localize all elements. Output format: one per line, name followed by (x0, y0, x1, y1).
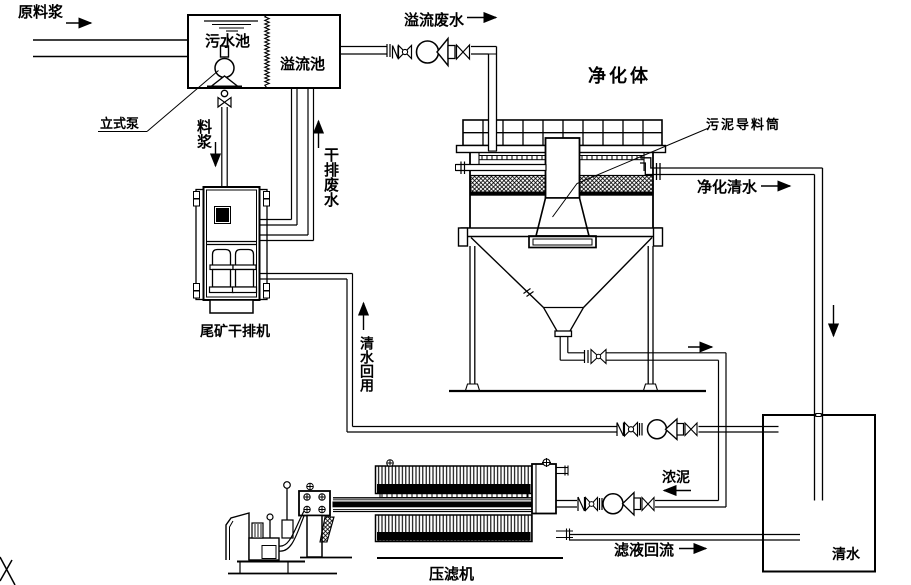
label-slurry: 料浆 (195, 118, 213, 150)
label-thick-sludge: 浓泥 (662, 469, 690, 486)
raw-slurry-inlet-pipe (33, 39, 188, 58)
hydraulic-unit (225, 481, 337, 575)
overflow-pump-line (340, 36, 497, 68)
drum-right (231, 248, 258, 294)
overflow-pump-icon (415, 36, 471, 68)
sludge-pump-icon (602, 493, 624, 515)
flow-arrows (66, 11, 840, 555)
label-filtrate-reflux: 滤液回流 (614, 541, 674, 559)
label-overflow-wastewater: 溢流废水 (404, 11, 465, 29)
pool-divider (263, 14, 271, 89)
label-overflow-pool: 溢流池 (280, 55, 325, 73)
label-tailings-machine: 尾矿干排机 (200, 323, 270, 340)
sludge-discharge-pipe (559, 336, 727, 507)
label-vertical-pump: 立式泵 (100, 116, 139, 132)
sludge-pump-line (556, 490, 726, 517)
dewatering-machine (193, 186, 270, 314)
label-dry-discharge-wastewater: 干排废水 (322, 147, 340, 208)
label-sewage-pool: 污水池 (205, 32, 250, 50)
thickener (449, 46, 708, 393)
overflow-feed-downpipe (487, 46, 498, 152)
reuse-pump (616, 417, 698, 441)
label-sludge-guide-cylinder: 污泥导料筒 (706, 117, 781, 133)
pool-tank (187, 14, 341, 89)
label-purifier-body: 净化体 (588, 65, 651, 87)
vertical-pump (207, 45, 242, 109)
filter-press-head (531, 458, 573, 540)
sludge-guide-callout (552, 128, 708, 218)
thickener-legs (464, 246, 659, 392)
slurry-pipe (221, 107, 228, 188)
corner-mark (0, 556, 16, 585)
sludge-guide-cylinder (528, 137, 597, 249)
reuse-pump-icon (646, 419, 668, 440)
clear-water-pipe (640, 157, 824, 501)
label-raw-slurry: 原料浆 (18, 3, 64, 21)
gate-valve-icon (391, 44, 413, 60)
water-reuse-pipe (260, 272, 779, 433)
label-purified-clear-water: 净化清水 (697, 178, 758, 196)
filter-press (225, 458, 573, 575)
thickener-media-band (469, 174, 654, 196)
filtrate-return-pipe (569, 533, 800, 541)
vertical-pump-callout (98, 70, 219, 132)
dry-discharge-pipes (260, 88, 315, 242)
water-surface-icon (204, 20, 258, 32)
thickener-shoulder (457, 227, 664, 247)
thickener-cone (470, 236, 653, 338)
label-clear-water-reuse: 清水回用 (358, 335, 374, 393)
clear-water-tank (762, 413, 876, 573)
filter-press-support (300, 514, 352, 559)
launder-draw-pipe (455, 161, 547, 174)
label-clear-water-tank: 清水 (832, 546, 861, 563)
label-filter-press: 压滤机 (429, 565, 474, 583)
filter-press-crosshead (298, 482, 331, 517)
